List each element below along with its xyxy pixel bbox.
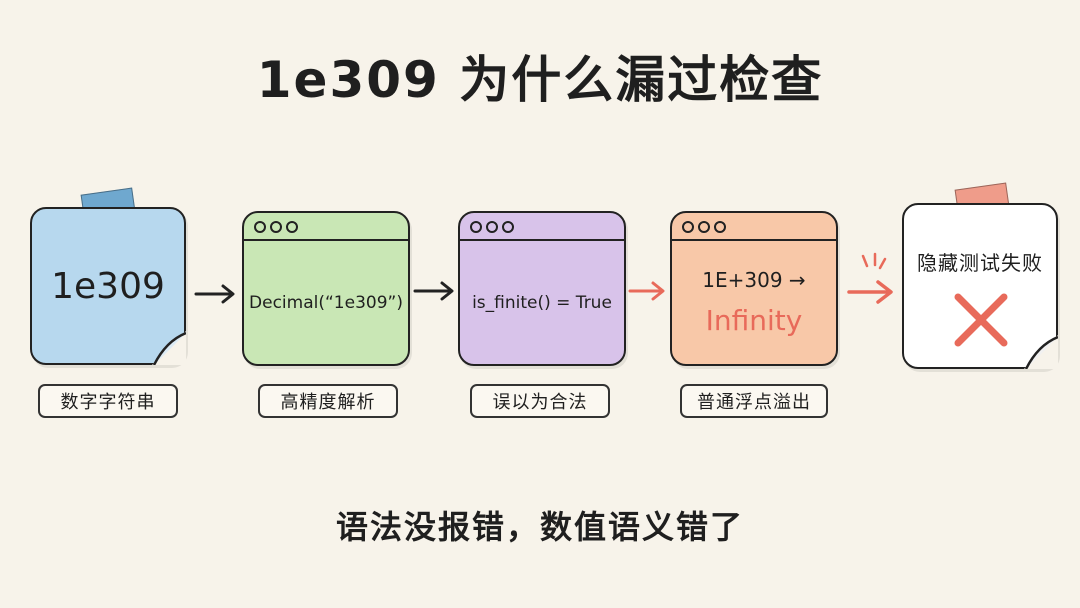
window-dot-icon [254,221,266,233]
decimal-parse-window: Decimal(“1e309”) [242,211,410,366]
window-dot-icon [698,221,710,233]
window-titlebar [672,213,836,241]
conclusion-text: 语法没报错，数值语义错了 [335,508,744,546]
decimal-parse-code: Decimal(“1e309”) [249,292,403,313]
stage-label-valid: 误以为合法 [470,384,610,418]
arrow-right-icon [413,281,454,301]
page-curl-icon [152,331,186,365]
infinity-result: Infinity [705,304,803,337]
x-mark-icon [954,293,1008,347]
arrow-right-icon [194,284,235,304]
float-overflow-window: 1E+309 → Infinity [670,211,838,366]
stage-label-string: 数字字符串 [38,384,178,418]
arrow-right-red-icon [628,281,665,301]
window-dot-icon [470,221,482,233]
string-input-card: 1e309 [30,207,186,365]
hidden-test-failed-label: 隐藏测试失败 [917,251,1043,275]
window-dot-icon [714,221,726,233]
page-title: 1e309 为什么漏过检查 [256,51,824,109]
stage-label-overflow: 普通浮点溢出 [680,384,828,418]
string-input-value: 1e309 [51,265,165,307]
window-dot-icon [682,221,694,233]
page-curl-icon [1024,335,1058,369]
float-overflow-expression: 1E+309 → [702,268,806,292]
window-dot-icon [286,221,298,233]
window-dot-icon [486,221,498,233]
window-dot-icon [502,221,514,233]
is-finite-code: is_finite() = True [472,292,612,313]
hidden-test-failed-card: 隐藏测试失败 [902,203,1058,369]
stage-label-decimal: 高精度解析 [258,384,398,418]
window-titlebar [244,213,408,241]
arrow-burst-icon [847,252,893,304]
window-dot-icon [270,221,282,233]
window-titlebar [460,213,624,241]
is-finite-window: is_finite() = True [458,211,626,366]
